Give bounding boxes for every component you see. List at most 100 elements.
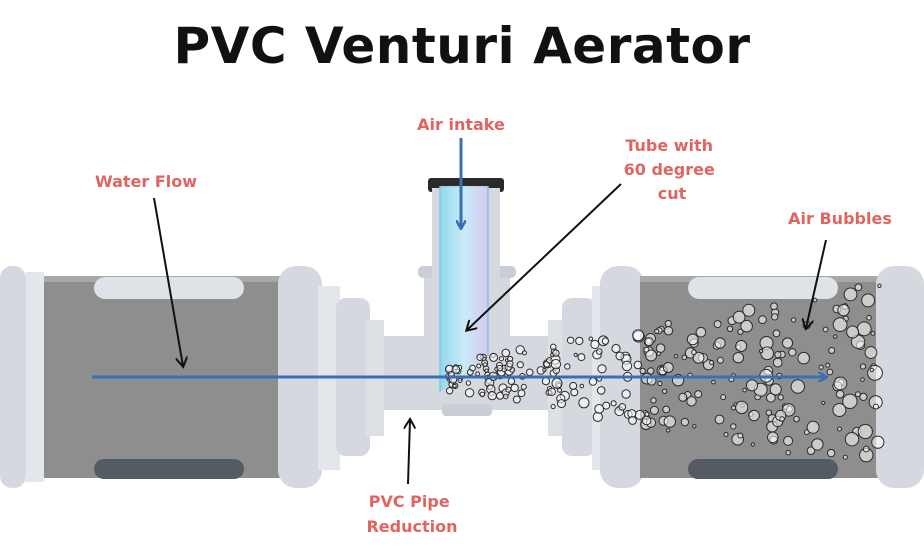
air-bubble [835,389,845,399]
air-bubble [842,393,858,409]
air-bubble [662,405,671,414]
air-bubbles-cloud [444,283,885,463]
air-bubble [716,356,724,364]
air-bubble [720,394,727,401]
air-bubble [564,363,571,370]
air-bubble [487,391,497,401]
air-bubble [837,304,850,317]
air-bubble [445,387,454,395]
air-bubble [837,426,842,432]
air-bubble [521,350,528,356]
air-bubble [732,310,746,324]
air-bubble [772,357,783,368]
air-bubble [596,348,603,355]
air-bubble [512,395,521,404]
air-bubble [469,364,476,372]
air-bubble [866,314,872,321]
air-bubble [551,377,563,389]
air-bubble [510,383,519,393]
air-bubble [664,319,672,328]
pipe-reduction-label-line2: Reduction [366,517,457,536]
air-bubble [686,333,699,346]
air-bubble [503,393,509,400]
air-bubble [476,363,482,369]
air-bubble [451,365,461,374]
air-bubble [833,334,838,339]
air-bubble [575,336,584,346]
air-bubble [498,356,504,362]
air-bubble [713,320,722,329]
air-bubble [714,337,726,349]
air-bubble [788,348,797,357]
air-bubble [506,360,514,368]
air-bubble [723,432,729,437]
air-bubble [821,400,826,405]
air-bubble [501,348,511,358]
air-bubble [552,349,560,357]
air-bubble [657,380,663,387]
air-bubble [766,392,776,403]
air-bubble [765,409,772,416]
air-bubble [790,317,797,323]
air-bubble [516,361,524,369]
air-bubble [769,383,782,396]
air-bubble [750,442,756,447]
air-bubble [546,357,553,364]
air-bubble [475,371,481,377]
air-bubble [871,435,885,449]
air-bubble [859,363,867,370]
air-bubble [569,381,578,390]
air-bubble [854,283,863,292]
air-bubble [578,397,590,409]
air-bubble [476,353,484,361]
air-bubble [632,329,645,342]
air-bubble [825,362,831,368]
air-bubble [655,343,666,354]
air-bubble [680,417,690,427]
air-bubble [692,351,705,364]
pipe-reduction-pointer [408,420,410,485]
air-bubble [862,445,870,453]
air-bubble [601,337,610,345]
air-bubble [812,297,818,303]
air-bubble [525,368,534,377]
air-bubble [859,392,868,401]
air-bubble [745,379,759,392]
air-bubble [758,348,764,354]
air-bubble [647,367,655,375]
tube-cut-label-line3: cut [658,184,687,203]
air-bubble [641,415,652,426]
air-bubble [822,326,829,333]
air-bubble [777,394,784,401]
air-bubble [681,354,688,361]
air-bubble [832,403,847,417]
air-bubble [489,352,499,362]
air-bubble [730,405,737,411]
air-bubble [465,380,472,386]
air-bubble [735,340,748,352]
air-bubble [864,346,878,359]
air-bubble [811,438,824,451]
tube-cut-pointer [467,183,622,330]
air-bubble [577,353,586,362]
air-bubble [833,376,848,391]
air-bubble [730,423,737,430]
pipe-reduction-label-line1: PVC Pipe [369,492,450,511]
air-bubble [633,360,643,370]
air-bubble [656,351,662,356]
air-bubble [594,404,605,414]
air-bubble [579,383,585,389]
air-bubble [618,403,627,411]
air-bubble [621,389,631,399]
air-bubble [505,386,512,393]
air-bubble [686,396,697,407]
air-bubble [877,283,882,288]
air-bubble [774,351,782,359]
air-bubble [726,325,734,332]
air-bubble [856,321,872,337]
pipe-reduction-label: PVC Pipe Reduction [366,492,457,536]
air-tube [439,186,489,392]
air-bubble [590,339,600,349]
page-title: PVC Venturi Aerator [173,17,751,75]
air-bubble [639,367,646,375]
